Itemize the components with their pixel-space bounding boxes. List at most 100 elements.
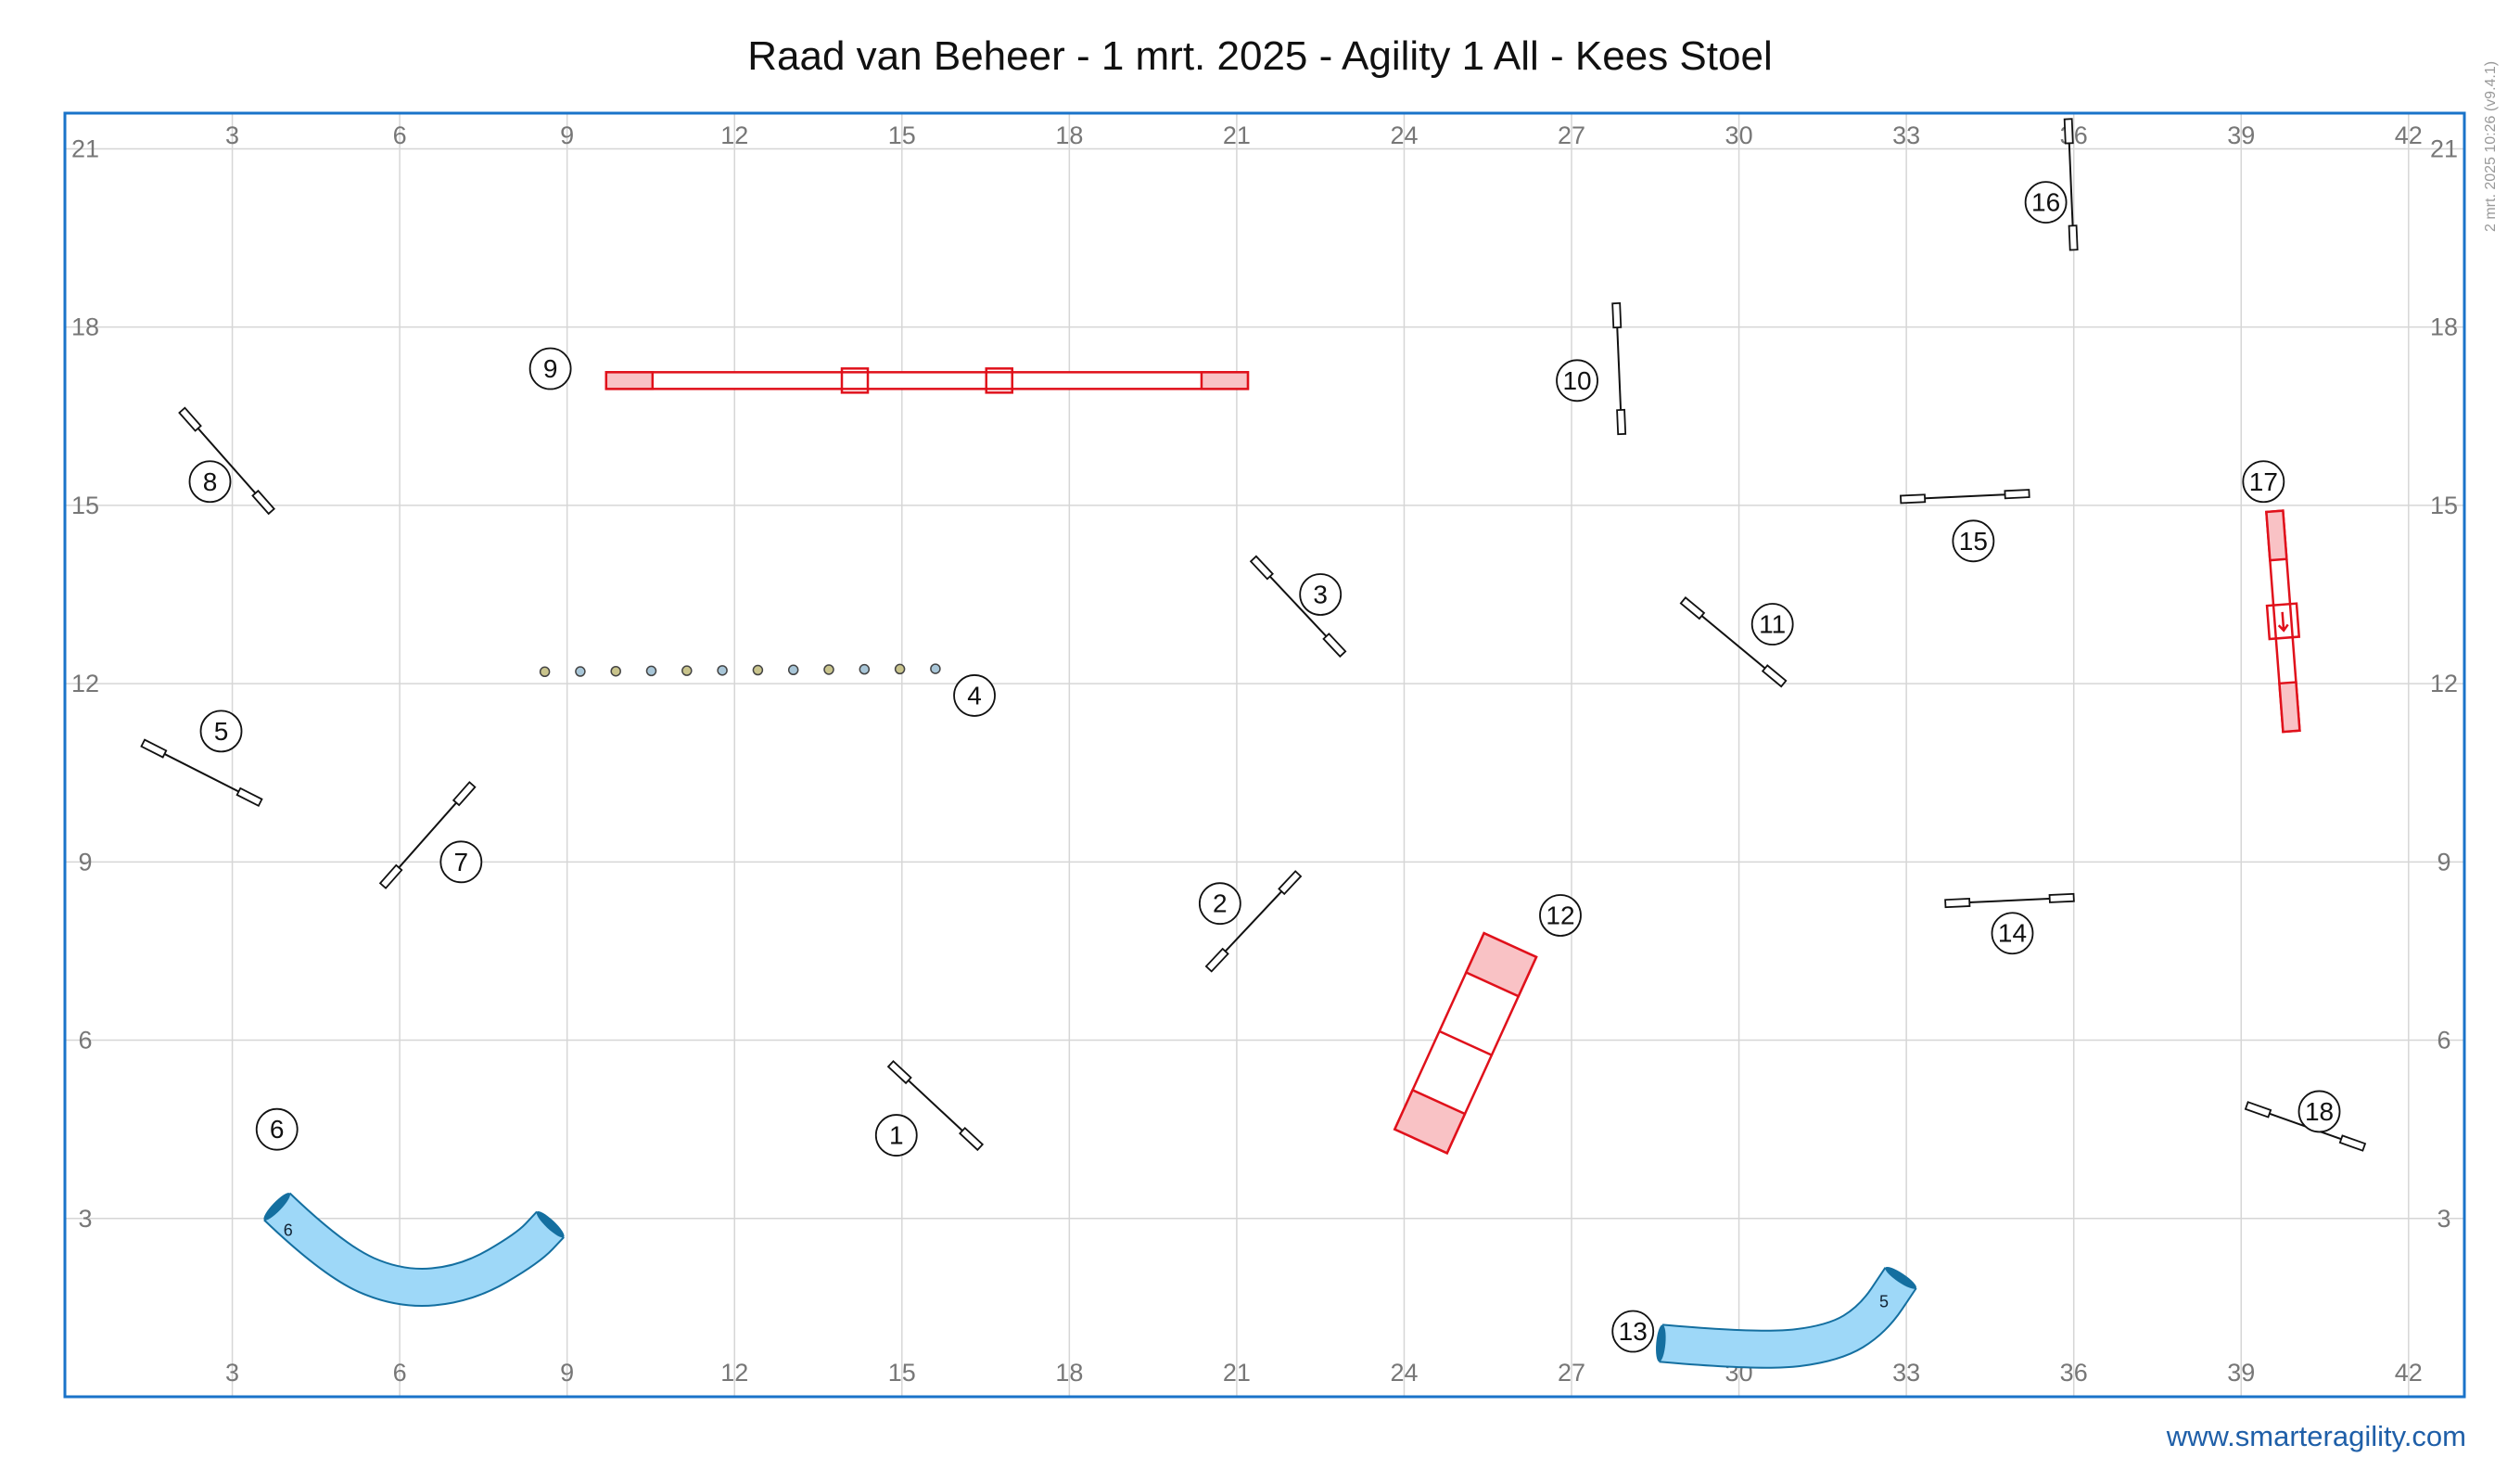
jump-5: 5 [140, 710, 263, 808]
jump-15: 15 [1899, 489, 2030, 563]
tunnel-13: 513 [1611, 1266, 1917, 1369]
jump-wing [2004, 489, 2030, 500]
y-tick-label-right: 6 [2437, 1027, 2450, 1055]
x-tick-label-top: 21 [1223, 121, 1251, 149]
obstacle-number: 3 [1313, 581, 1328, 609]
x-tick-label-bottom: 42 [2395, 1359, 2423, 1387]
wing-block [452, 781, 477, 807]
jump-wing [251, 489, 275, 516]
number-circle [199, 710, 243, 753]
wing-block [1249, 555, 1274, 581]
jump-wing [959, 1126, 985, 1152]
wing-block [251, 489, 275, 516]
x-tick-label-bottom: 6 [393, 1359, 407, 1387]
contact-zone [1464, 931, 1538, 998]
wing-block [178, 406, 202, 432]
seesaw-body [2265, 509, 2301, 734]
y-tick-label-left: 6 [78, 1027, 92, 1055]
y-tick-label-left: 3 [78, 1205, 92, 1233]
jump-wing [235, 786, 263, 808]
weave-pole [752, 664, 764, 676]
y-tick-label-right: 9 [2437, 848, 2450, 876]
footer-link[interactable]: www.smarteragility.com [2166, 1420, 2466, 1452]
jump-wing [1322, 633, 1347, 658]
tunnel-opening [1885, 1266, 1916, 1289]
jump-wing [2244, 1101, 2272, 1119]
obstacle-number: 6 [270, 1115, 285, 1144]
number-circle [2024, 181, 2068, 224]
x-tick-label-bottom: 39 [2227, 1359, 2255, 1387]
jump-wing [1611, 301, 1623, 329]
y-tick-label-left: 9 [78, 848, 92, 876]
tunnel-tag: 5 [1879, 1292, 1889, 1310]
x-tick-label-top: 12 [720, 121, 748, 149]
weave-pole [681, 665, 693, 676]
y-tick-label-left: 12 [71, 670, 99, 697]
number-circle [2242, 460, 2285, 504]
wing-block [2244, 1101, 2272, 1119]
tunnel-body [264, 1194, 564, 1305]
jump-1: 1 [874, 1059, 985, 1157]
tunnel-6: 66 [255, 1107, 565, 1307]
number-circle [1952, 519, 1995, 563]
x-tick-label-bottom: 24 [1390, 1359, 1418, 1387]
axis-ticks: 3366991212151518182121242427273030333336… [71, 121, 2458, 1387]
x-tick-label-bottom: 12 [720, 1359, 748, 1387]
seesaw-17: 17 [2242, 460, 2301, 734]
jump-wing [1944, 898, 1971, 909]
aframe-body [1393, 931, 1538, 1155]
wing-block [2048, 892, 2075, 903]
jump-8: 8 [178, 406, 275, 516]
wing-block [1611, 301, 1623, 329]
wing-block [1899, 493, 1927, 505]
number-circle [874, 1114, 918, 1157]
x-tick-label-top: 27 [1558, 121, 1585, 149]
x-tick-label-bottom: 15 [888, 1359, 916, 1387]
y-tick-label-left: 15 [71, 492, 99, 519]
x-tick-label-top: 39 [2227, 121, 2255, 149]
wing-block [235, 786, 263, 808]
jump-wing [140, 738, 168, 759]
jump-wing [1899, 493, 1927, 505]
x-tick-label-bottom: 33 [1892, 1359, 1920, 1387]
number-circle [1556, 359, 1598, 403]
jump-wing [1616, 408, 1627, 436]
tunnel-opening [536, 1211, 565, 1238]
number-circle [2297, 1090, 2341, 1133]
x-tick-label-top: 6 [393, 121, 407, 149]
x-tick-label-top: 30 [1725, 121, 1753, 149]
jump-wing [1249, 555, 1274, 581]
obstacle-number: 8 [203, 467, 218, 496]
tunnel-entry [263, 1193, 291, 1221]
obstacle-number: 4 [967, 681, 982, 710]
x-tick-label-bottom: 36 [2060, 1359, 2088, 1387]
x-tick-label-top: 42 [2395, 121, 2423, 149]
jump-wing [1278, 870, 1303, 896]
jump-wing [378, 863, 403, 889]
number-circle [528, 347, 572, 390]
wing-block [378, 863, 403, 889]
weave-pole [823, 664, 834, 675]
number-circle [188, 460, 232, 504]
number-circle [1539, 894, 1582, 937]
grid [65, 113, 2464, 1397]
obstacle-number: 15 [1959, 527, 1988, 556]
jump-wing [886, 1059, 912, 1085]
jump-wing [2068, 224, 2079, 251]
page-title: Raad van Beheer - 1 mrt. 2025 - Agility … [747, 33, 1773, 79]
tunnel-tag: 6 [284, 1221, 293, 1240]
weave-pole [717, 665, 728, 676]
wing-block [1679, 596, 1706, 620]
y-tick-label-right: 12 [2430, 670, 2458, 697]
wing-block [1278, 870, 1303, 896]
obstacle-number: 11 [1759, 610, 1786, 639]
obstacle-number: 16 [2031, 188, 2060, 217]
wing-block [2004, 489, 2030, 500]
tunnel-entry [1885, 1266, 1916, 1289]
obstacle-number: 14 [1998, 919, 2027, 948]
seesaw-pivot [2265, 602, 2301, 641]
contact-zone [1393, 1088, 1467, 1155]
wing-block [886, 1059, 912, 1085]
